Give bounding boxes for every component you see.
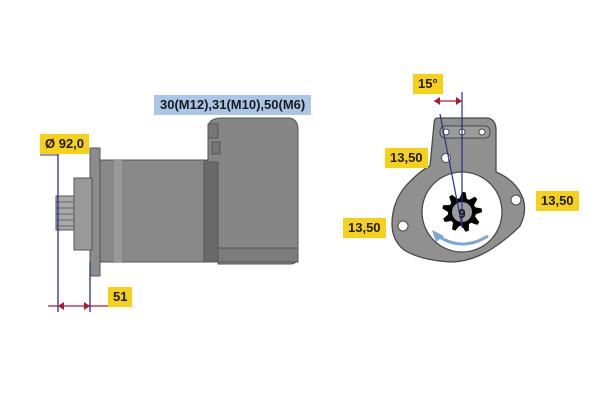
rotation-arrow-head [432,230,444,242]
mount-hole-right [510,194,522,206]
pinion-teeth-count: 9 [458,206,465,221]
angle-arrow-right [456,97,462,105]
angle-arrow-left [434,97,440,105]
hole-spacing-label-right: 13,50 [536,191,579,211]
front-view: 9 [391,92,526,263]
length-label: 51 [108,287,133,307]
mount-hole-lower-left [397,220,409,232]
nose-housing [73,177,93,251]
hole-spacing-label-lower-left: 13,50 [343,218,386,238]
side-view [40,117,299,312]
terminals-label: 30(M12),31(M10),50(M6) [154,95,312,115]
solenoid [207,117,299,265]
pinion-shaft [55,195,75,231]
rear-cap [217,247,299,263]
terminal-nub-2 [211,141,221,155]
terminal-nub-1 [207,123,219,139]
angle-label: 15° [413,74,443,94]
rotation-arrow [437,234,489,246]
length-arrow-right [84,302,90,310]
angle-line [439,113,463,227]
diameter-label: Ø 92,0 [40,134,90,154]
pinion-teeth-lines [56,201,74,227]
slot-hole-3 [478,128,486,136]
length-arrow-left [58,302,64,310]
motor-body-band [114,160,122,262]
motor-dark-band [203,159,219,263]
hole-spacing-label-upper-left: 13,50 [385,148,428,168]
